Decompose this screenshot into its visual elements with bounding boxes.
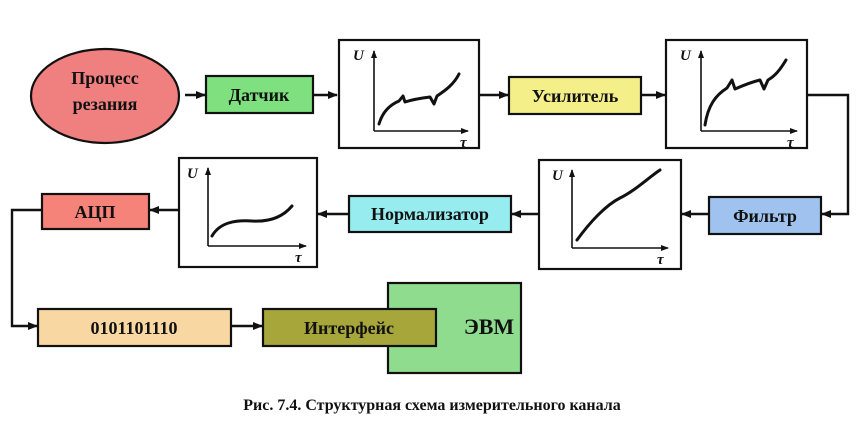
normalizer-label: Нормализатор xyxy=(371,204,489,224)
computer-block: ЭВМ xyxy=(386,281,523,375)
sensor-label: Датчик xyxy=(229,85,290,105)
binary-code-label: 0101101110 xyxy=(90,318,177,338)
graph-2-x-label: τ xyxy=(787,135,795,151)
filter-label: Фильтр xyxy=(733,206,797,226)
filter-output-graph: U τ xyxy=(537,158,683,271)
graph-3-x-label: τ xyxy=(657,252,665,268)
graph-1-curve xyxy=(377,72,461,126)
graph-4-x-label: τ xyxy=(295,250,303,266)
graph-4-curve xyxy=(210,204,294,238)
amplifier-block: Усилитель xyxy=(507,75,643,116)
interface-label: Интерфейс xyxy=(304,318,394,338)
sensor-output-graph: U τ xyxy=(337,38,481,151)
amplifier-output-graph: U τ xyxy=(664,38,809,151)
computer-label: ЭВМ xyxy=(464,314,515,339)
filter-block: Фильтр xyxy=(707,195,823,236)
graph-2-y-label: U xyxy=(680,48,692,64)
process-label-line-1: Процесс xyxy=(71,68,139,88)
graph-3-curve xyxy=(575,168,662,242)
amplifier-label: Усилитель xyxy=(532,86,619,106)
graph-2-curve xyxy=(703,58,788,127)
binary-code-block: 0101101110 xyxy=(36,307,233,348)
graph-4-y-label: U xyxy=(187,166,199,182)
cutting-process-block: Процесс резания xyxy=(29,47,181,145)
normalizer-output-graph: U τ xyxy=(177,156,319,269)
normalizer-block: Нормализатор xyxy=(347,194,513,234)
interface-block: Интерфейс xyxy=(261,307,438,348)
process-label-line-2: резания xyxy=(73,94,138,114)
connections xyxy=(10,91,850,330)
sensor-block: Датчик xyxy=(204,74,315,115)
graph-1-x-label: τ xyxy=(460,135,468,151)
graph-3-y-label: U xyxy=(552,168,564,184)
figure-caption: Рис. 7.4. Структурная схема измерительно… xyxy=(243,397,621,414)
adc-label: АЦП xyxy=(74,202,115,222)
adc-block: АЦП xyxy=(40,192,151,231)
graph-1-y-label: U xyxy=(353,48,365,64)
